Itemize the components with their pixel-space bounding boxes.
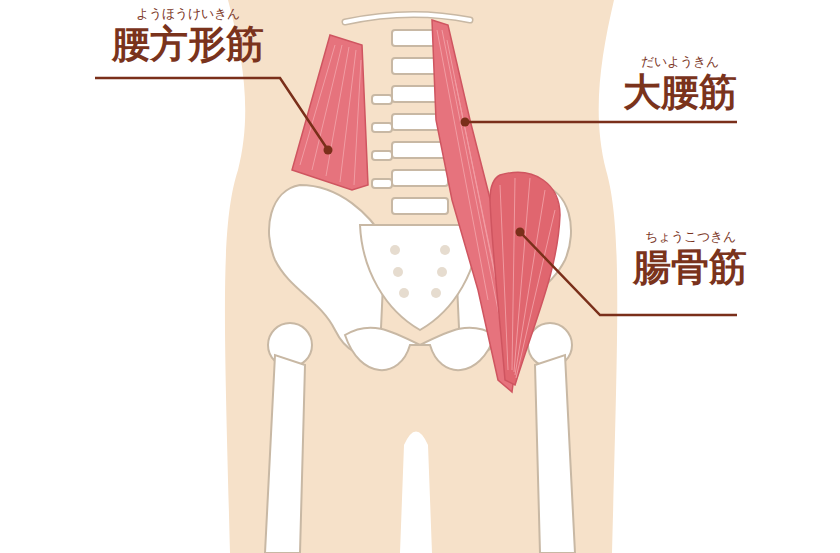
muscle-name: 腸骨筋 xyxy=(633,245,747,291)
muscle-name: 大腰筋 xyxy=(623,70,737,116)
muscle-name: 腰方形筋 xyxy=(112,22,264,68)
reading-label: ようほうけいきん xyxy=(136,6,240,22)
reading-label: だいようきん xyxy=(641,54,719,70)
reading-label: ちょうこつきん xyxy=(645,229,736,245)
